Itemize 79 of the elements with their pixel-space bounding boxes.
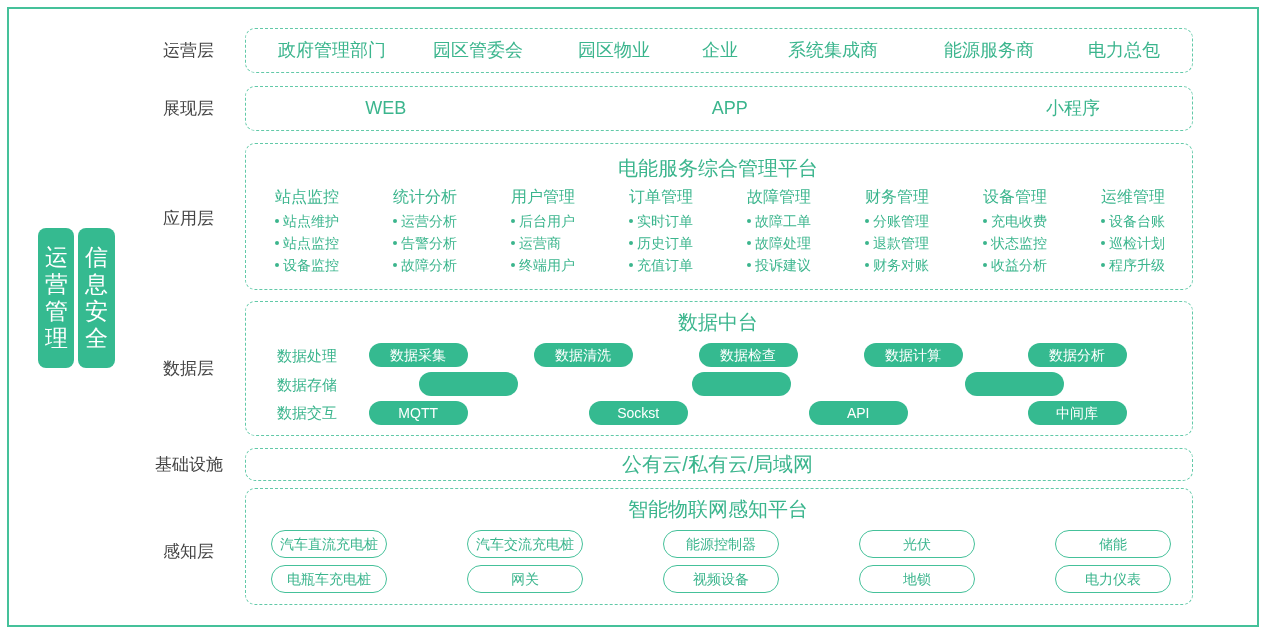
item-label: 系统集成商 — [787, 40, 878, 59]
row-label: 数据处理 — [276, 347, 337, 363]
pill-tag: 数据分析 — [1027, 342, 1127, 367]
list-item: 站点维护 — [282, 213, 339, 228]
column-heading: 用户管理 — [510, 188, 575, 205]
list-item: 充电收费 — [990, 213, 1047, 228]
row-label: 数据交互 — [276, 404, 337, 420]
outlined-pill: 汽车交流充电桩 — [466, 529, 583, 558]
item-label: WEB — [365, 98, 407, 117]
column-heading: 财务管理 — [864, 188, 929, 205]
list-item: 充值订单 — [636, 257, 693, 272]
outlined-pill: 能源控制器 — [662, 529, 779, 558]
list-item: 故障分析 — [400, 257, 457, 272]
list-item: 收益分析 — [990, 257, 1047, 272]
column-heading: 故障管理 — [746, 188, 811, 205]
column-heading: 站点监控 — [274, 188, 339, 205]
list-item: 状态监控 — [990, 235, 1047, 250]
list-item: 故障处理 — [754, 235, 811, 250]
empty-pill — [964, 371, 1064, 396]
list-item: 设备台账 — [1108, 213, 1165, 228]
list-item: 巡检计划 — [1108, 235, 1165, 250]
column-heading: 运维管理 — [1100, 188, 1165, 205]
panel-title: 数据中台 — [677, 311, 758, 332]
vertical-tag: 运营管理 — [38, 228, 74, 368]
pill-tag: 中间库 — [1027, 400, 1127, 425]
column-heading: 统计分析 — [392, 188, 457, 205]
list-item: 后台用户 — [518, 213, 575, 228]
list-item: 程序升级 — [1108, 257, 1165, 272]
pill-tag: API — [808, 400, 908, 425]
item-label: 能源服务商 — [943, 40, 1034, 59]
outlined-pill: 视频设备 — [662, 564, 779, 593]
empty-pill — [418, 371, 518, 396]
layer-label: 运营层 — [163, 41, 215, 59]
column-heading: 订单管理 — [628, 188, 693, 205]
panel-title: 公有云/私有云/局域网 — [622, 453, 814, 474]
outlined-pill: 网关 — [466, 564, 583, 593]
list-item: 投诉建议 — [754, 257, 811, 272]
outlined-pill: 地锁 — [858, 564, 975, 593]
pill-tag: 数据清洗 — [533, 342, 633, 367]
outlined-pill: 光伏 — [858, 529, 975, 558]
item-label: 企业 — [701, 40, 738, 59]
item-label: 小程序 — [1045, 98, 1100, 117]
item-label: APP — [711, 98, 748, 117]
list-item: 历史订单 — [636, 235, 693, 250]
empty-pill — [691, 371, 791, 396]
list-item: 财务对账 — [872, 257, 929, 272]
layer-label: 应用层 — [163, 209, 215, 227]
row-label: 数据存储 — [276, 376, 337, 392]
list-item: 运营分析 — [400, 213, 457, 228]
panel-title: 智能物联网感知平台 — [627, 498, 808, 519]
list-item: 分账管理 — [872, 213, 929, 228]
outlined-pill: 汽车直流充电桩 — [270, 529, 387, 558]
list-item: 故障工单 — [754, 213, 811, 228]
list-item: 运营商 — [518, 235, 561, 250]
outlined-pill: 电力仪表 — [1054, 564, 1171, 593]
pill-tag: MQTT — [368, 400, 468, 425]
list-item: 告警分析 — [400, 235, 457, 250]
pill-tag: Sockst — [588, 400, 688, 425]
layer-label: 展现层 — [163, 99, 215, 117]
outlined-pill: 电瓶车充电桩 — [270, 564, 387, 593]
layer-label: 基础设施 — [154, 455, 223, 473]
vertical-tag: 信息安全 — [78, 228, 115, 368]
item-label: 政府管理部门 — [277, 40, 386, 59]
pill-tag: 数据检查 — [698, 342, 798, 367]
list-item: 终端用户 — [518, 257, 575, 272]
panel-title: 电能服务综合管理平台 — [617, 157, 818, 178]
outlined-pill: 储能 — [1054, 529, 1171, 558]
column-heading: 设备管理 — [982, 188, 1047, 205]
list-item: 实时订单 — [636, 213, 693, 228]
list-item: 站点监控 — [282, 235, 339, 250]
layer-label: 感知层 — [163, 542, 215, 560]
layer-label: 数据层 — [163, 359, 215, 377]
item-label: 园区物业 — [577, 40, 650, 59]
item-label: 电力总包 — [1087, 40, 1160, 59]
pill-tag: 数据采集 — [368, 342, 468, 367]
list-item: 退款管理 — [872, 235, 929, 250]
item-label: 园区管委会 — [432, 40, 523, 59]
list-item: 设备监控 — [282, 257, 339, 272]
pill-tag: 数据计算 — [863, 342, 963, 367]
